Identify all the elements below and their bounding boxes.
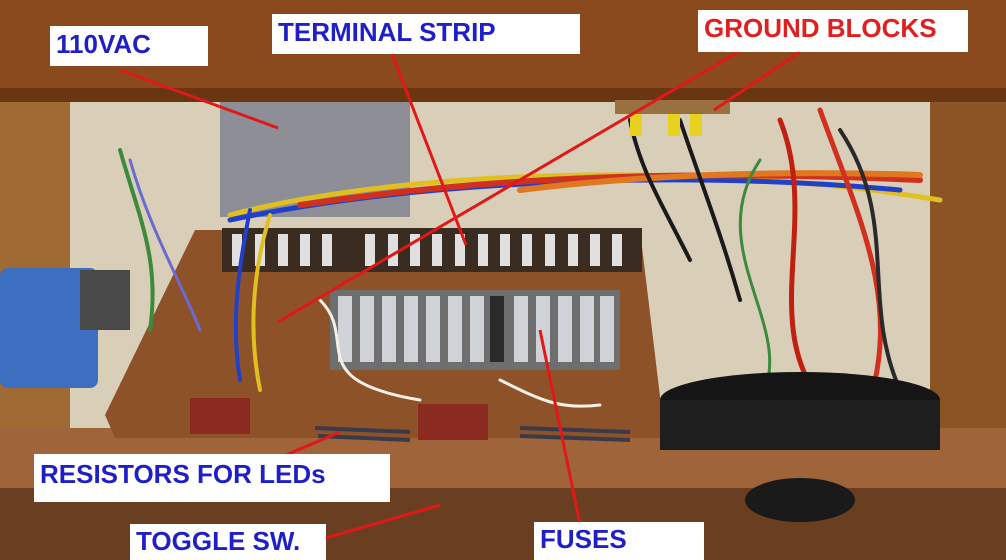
right-post — [930, 102, 1006, 432]
pointer-ground-blocks-1 — [277, 50, 739, 324]
pointer-fuses — [538, 329, 582, 525]
ground-block-bar — [615, 100, 730, 114]
pointer-lines — [119, 50, 801, 540]
label-toggle-switch: TOGGLE SW. — [130, 524, 326, 560]
pointer-toggle — [325, 503, 441, 540]
toggle-switch-left — [190, 398, 250, 434]
label-terminal-strip: TERMINAL STRIP — [272, 14, 580, 54]
toggle-switch-right — [418, 404, 488, 440]
knob — [745, 478, 855, 522]
pointer-terminal-strip — [390, 53, 468, 246]
label-ground-blocks: GROUND BLOCKS — [698, 10, 968, 52]
label-fuses: FUSES — [534, 522, 704, 560]
junction-box — [220, 102, 410, 217]
label-resistors: RESISTORS FOR LEDs — [34, 454, 390, 502]
label-110vac: 110VAC — [50, 26, 208, 66]
pointer-ground-blocks-2 — [713, 50, 801, 112]
pointer-110vac — [119, 68, 279, 130]
transformer — [0, 268, 98, 388]
